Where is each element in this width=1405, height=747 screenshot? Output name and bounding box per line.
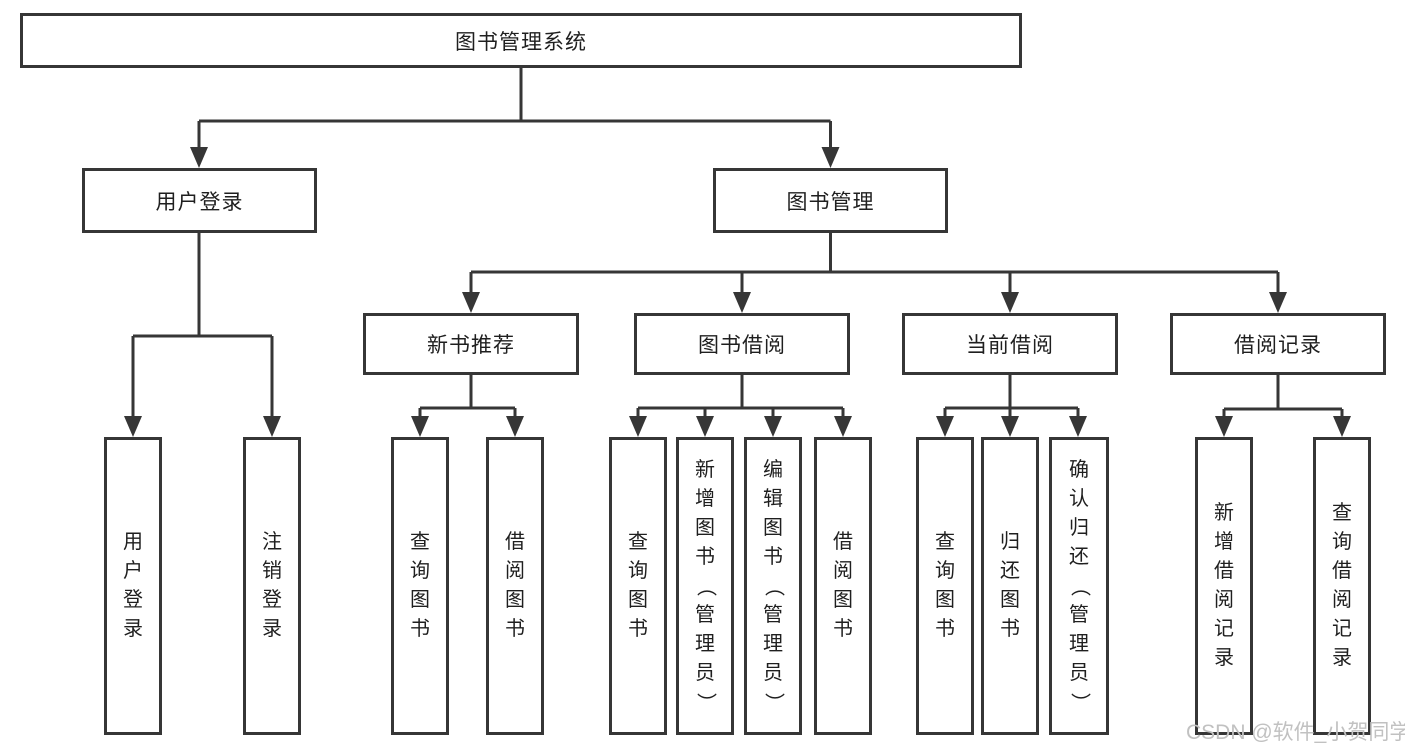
leaf-query-books-current: 查询图书	[916, 437, 974, 735]
leaf-borrow-books: 借阅图书	[814, 437, 872, 735]
node-root-system: 图书管理系统	[20, 13, 1022, 68]
node-new-book-recommendation: 新书推荐	[363, 313, 579, 375]
leaf-user-login: 用户登录	[104, 437, 162, 735]
leaf-edit-books-admin: 编辑图书（管理员）	[744, 437, 802, 735]
leaf-query-borrow-record: 查询借阅记录	[1313, 437, 1371, 735]
leaf-borrow-books-recommend: 借阅图书	[486, 437, 544, 735]
node-book-management: 图书管理	[713, 168, 948, 233]
node-borrowing-records: 借阅记录	[1170, 313, 1386, 375]
leaf-add-borrow-record: 新增借阅记录	[1195, 437, 1253, 735]
leaf-confirm-return-admin: 确认归还（管理员）	[1049, 437, 1109, 735]
leaf-add-books-admin: 新增图书（管理员）	[676, 437, 734, 735]
csdn-watermark: CSDN @软件_小贺同学	[1186, 721, 1405, 744]
leaf-query-books-borrow: 查询图书	[609, 437, 667, 735]
leaf-query-books-recommend: 查询图书	[391, 437, 449, 735]
node-current-borrowing: 当前借阅	[902, 313, 1118, 375]
arrowheads	[124, 147, 1351, 437]
node-user-login: 用户登录	[82, 168, 317, 233]
leaf-logout: 注销登录	[243, 437, 301, 735]
leaf-return-books: 归还图书	[981, 437, 1039, 735]
node-book-borrowing: 图书借阅	[634, 313, 850, 375]
